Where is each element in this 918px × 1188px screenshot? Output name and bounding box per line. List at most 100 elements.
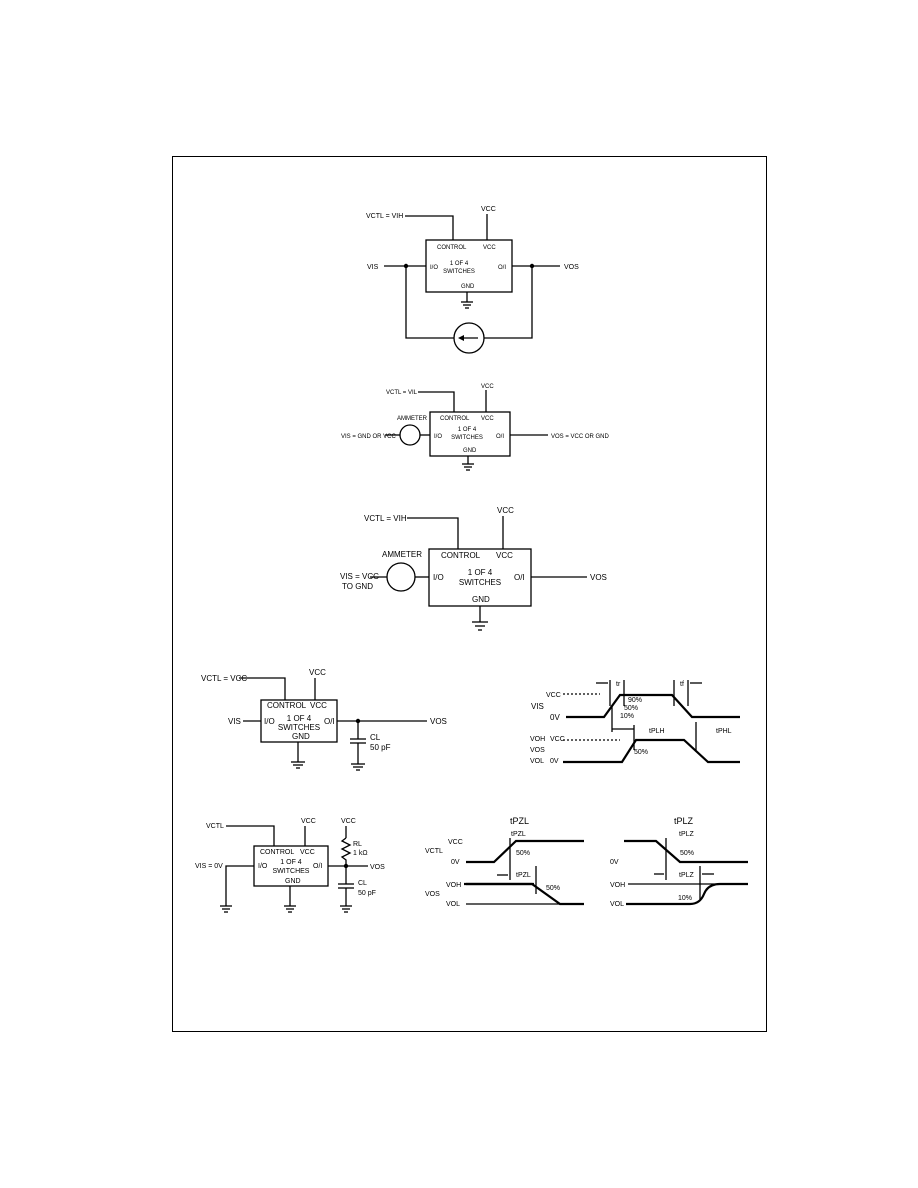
wave4-zero-label: 0V bbox=[550, 713, 560, 722]
fig1-vcc-label: VCC bbox=[481, 206, 496, 213]
fig1-switch-line1: 1 OF 4 bbox=[450, 261, 469, 267]
fig5-vcc-label: VCC bbox=[301, 818, 316, 825]
fig4-gnd-pin: GND bbox=[292, 732, 310, 741]
fig1-loop-left bbox=[405, 266, 454, 339]
wave5a-output-waveform bbox=[464, 882, 584, 906]
fig1-gnd-pin: GND bbox=[461, 284, 475, 290]
fig2-ground-symbol bbox=[462, 463, 474, 471]
wave5b-voh-label: VOH bbox=[610, 882, 625, 889]
fig5-oi-pin: O/I bbox=[313, 863, 322, 870]
wave5a-vos-label: VOS bbox=[425, 891, 440, 898]
fig5-rl-line2: 1 kΩ bbox=[353, 850, 368, 857]
wave5a-tpzl-top: tPZL bbox=[511, 831, 526, 838]
fig2-io-pin: I/O bbox=[434, 434, 442, 440]
wave5b-tplz-top: tPLZ bbox=[679, 831, 695, 838]
fig4-vcc-label: VCC bbox=[309, 668, 326, 677]
fig3-vis-line1: VIS = VCC bbox=[340, 572, 379, 581]
wave5b-output-waveform bbox=[626, 882, 748, 906]
fig4-oi-pin: O/I bbox=[324, 717, 335, 726]
wave5a-tpzl-diagram: tPZL VCC VCTL 0V tPZL 50% tPZL VOH VOS V… bbox=[425, 816, 584, 908]
fig5-io-pin: I/O bbox=[258, 863, 268, 870]
fig3-vcc-label: VCC bbox=[497, 506, 514, 515]
wave5a-zero-label: 0V bbox=[451, 859, 460, 866]
fig3-ammeter-icon bbox=[386, 562, 416, 592]
fig4-vcc-pin: VCC bbox=[310, 701, 327, 710]
fig4-cap-ground-symbol bbox=[351, 763, 365, 771]
wave5a-p50-label: 50% bbox=[516, 850, 530, 857]
wave5a-vol-label: VOL bbox=[446, 901, 460, 908]
wave5b-control-waveform bbox=[624, 839, 748, 864]
fig5-rl-line1: RL bbox=[353, 841, 362, 848]
fig5-control-pin: CONTROL bbox=[260, 849, 294, 856]
fig4-control-wire bbox=[239, 677, 286, 700]
fig3-io-pin: I/O bbox=[433, 573, 444, 582]
fig5-control-wire bbox=[226, 825, 275, 846]
wave5b-tplz-diagram: tPLZ tPLZ 50% 0V tPLZ VOH VOL 10% bbox=[610, 816, 748, 908]
fig5-vccr-label: VCC bbox=[341, 818, 356, 825]
fig1-control-wire bbox=[405, 215, 454, 240]
fig2-ammeter-label: AMMETER bbox=[397, 416, 428, 422]
wave4-tf-label: tf bbox=[680, 681, 684, 688]
wave5b-title: tPLZ bbox=[674, 816, 694, 826]
fig1-on-resistance-circuit: VCTL = VIH VCC CONTROL VCC 1 OF 4 SWITCH… bbox=[366, 206, 579, 354]
fig3-switch-line1: 1 OF 4 bbox=[468, 568, 493, 577]
wave5a-vcc-label: VCC bbox=[448, 839, 463, 846]
fig5-vcc-pin: VCC bbox=[300, 849, 315, 856]
fig4-cl-line2: 50 pF bbox=[370, 743, 391, 752]
wave5b-p10-label: 10% bbox=[678, 895, 692, 902]
wave4-vcc2-label: VCC bbox=[550, 736, 565, 743]
wave4-p50b-label: 50% bbox=[634, 749, 648, 756]
fig2-vcc-pin: VCC bbox=[481, 416, 494, 422]
fig4-ground-symbol bbox=[291, 761, 305, 769]
fig2-gnd-pin: GND bbox=[463, 448, 477, 454]
fig1-arrow-head-icon bbox=[458, 335, 464, 341]
wave5a-voh-label: VOH bbox=[446, 882, 461, 889]
fig2-vos-label: VOS = VCC OR GND bbox=[551, 434, 610, 440]
fig3-vcc-pin: VCC bbox=[496, 551, 513, 560]
wave4-tplh-label: tPLH bbox=[649, 728, 665, 735]
wave4-output-waveform bbox=[563, 738, 740, 764]
fig3-vctl-label: VCTL = VIH bbox=[364, 514, 407, 523]
fig4-switch-box bbox=[260, 699, 338, 743]
wave4-vcc-label: VCC bbox=[546, 692, 561, 699]
wave5a-control-waveform bbox=[466, 839, 584, 864]
fig5-input-ground-symbol bbox=[220, 905, 232, 913]
fig1-control-pin: CONTROL bbox=[437, 245, 467, 251]
fig4-cl-line1: CL bbox=[370, 733, 381, 742]
fig4-vos-label: VOS bbox=[430, 717, 447, 726]
wave5b-zero-label: 0V bbox=[610, 859, 619, 866]
wave5b-p50-label: 50% bbox=[680, 850, 694, 857]
fig2-control-wire bbox=[418, 391, 455, 412]
fig2-off-leakage-circuit: VCTL = VIL VCC CONTROL VCC 1 OF 4 SWITCH… bbox=[341, 384, 610, 471]
fig4-vctl-label: VCTL = VCC bbox=[201, 674, 247, 683]
wave4-voh-label: VOH bbox=[530, 736, 545, 743]
fig1-vos-label: VOS bbox=[564, 264, 579, 271]
figure-frame bbox=[172, 156, 767, 1032]
fig3-gnd-pin: GND bbox=[472, 595, 490, 604]
fig5-cl-line1: CL bbox=[358, 880, 367, 887]
wave4-vis-label: VIS bbox=[531, 702, 544, 711]
fig4-control-pin: CONTROL bbox=[267, 701, 307, 710]
fig5-enable-circuit: VCTL VCC CONTROL VCC 1 OF 4 SWITCHES I/O… bbox=[195, 818, 385, 913]
fig2-vis-label: VIS = GND OR VCC bbox=[341, 434, 397, 440]
fig5-switch-line2: SWITCHES bbox=[273, 868, 310, 875]
fig2-switch-line2: SWITCHES bbox=[451, 435, 483, 441]
wave4-timing-diagram: VCC VIS 0V tr tf 90% 50% 10% tPLH tPHL V… bbox=[530, 680, 740, 765]
fig2-oi-pin: O/I bbox=[496, 434, 504, 440]
wave4-zero2-label: 0V bbox=[550, 758, 559, 765]
wave4-p10-label: 10% bbox=[620, 713, 634, 720]
fig3-ammeter-label: AMMETER bbox=[382, 550, 422, 559]
fig5-input-wire bbox=[225, 865, 254, 906]
fig1-ground-symbol bbox=[461, 301, 473, 309]
wave4-tphl-label: tPHL bbox=[716, 728, 732, 735]
wave5a-tpzl-bot: tPZL bbox=[516, 872, 531, 879]
fig5-gnd-pin: GND bbox=[285, 878, 301, 885]
fig5-cl-line2: 50 pF bbox=[358, 890, 376, 897]
fig1-io-pin: I/O bbox=[430, 265, 438, 271]
fig3-ground-symbol bbox=[472, 621, 488, 631]
fig5-resistor-icon bbox=[340, 837, 352, 866]
wave5a-p50b-label: 50% bbox=[546, 885, 560, 892]
fig3-vos-label: VOS bbox=[590, 573, 607, 582]
fig3-oi-pin: O/I bbox=[514, 573, 525, 582]
